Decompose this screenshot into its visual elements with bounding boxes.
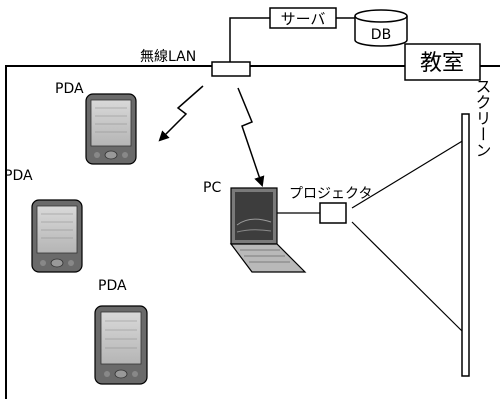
pda-device: [94, 305, 148, 385]
server-label: サーバ: [281, 10, 326, 28]
pda-label: PDA: [98, 278, 127, 294]
pda-device: [85, 93, 137, 165]
pda-label: PDA: [4, 168, 33, 184]
network-lines: [229, 17, 355, 62]
projector: [319, 202, 347, 224]
projection-beam: [351, 139, 465, 334]
db-label: DB: [371, 27, 391, 43]
projector-label: プロジェクタ: [289, 186, 372, 202]
classroom-label: 教室: [420, 51, 464, 76]
projection-screen: [461, 113, 470, 377]
classroom-label-box: 教室: [404, 43, 481, 81]
server-box: サーバ: [269, 7, 337, 29]
classroom-wall: [5, 65, 500, 399]
wireless-lan-label: 無線LAN: [140, 49, 196, 65]
wireless-lan-access-point: 無線LAN: [140, 49, 251, 77]
pda-label: PDA: [55, 81, 84, 97]
pda-device: [31, 199, 83, 273]
wireless-signal-to-pda: [158, 85, 204, 142]
laptop-pc: [229, 187, 307, 273]
wireless-signal-to-pc: [237, 87, 265, 187]
screen-label: スクリーン: [473, 78, 492, 158]
database-icon: DB: [354, 9, 408, 47]
pc-label: PC: [203, 180, 221, 196]
